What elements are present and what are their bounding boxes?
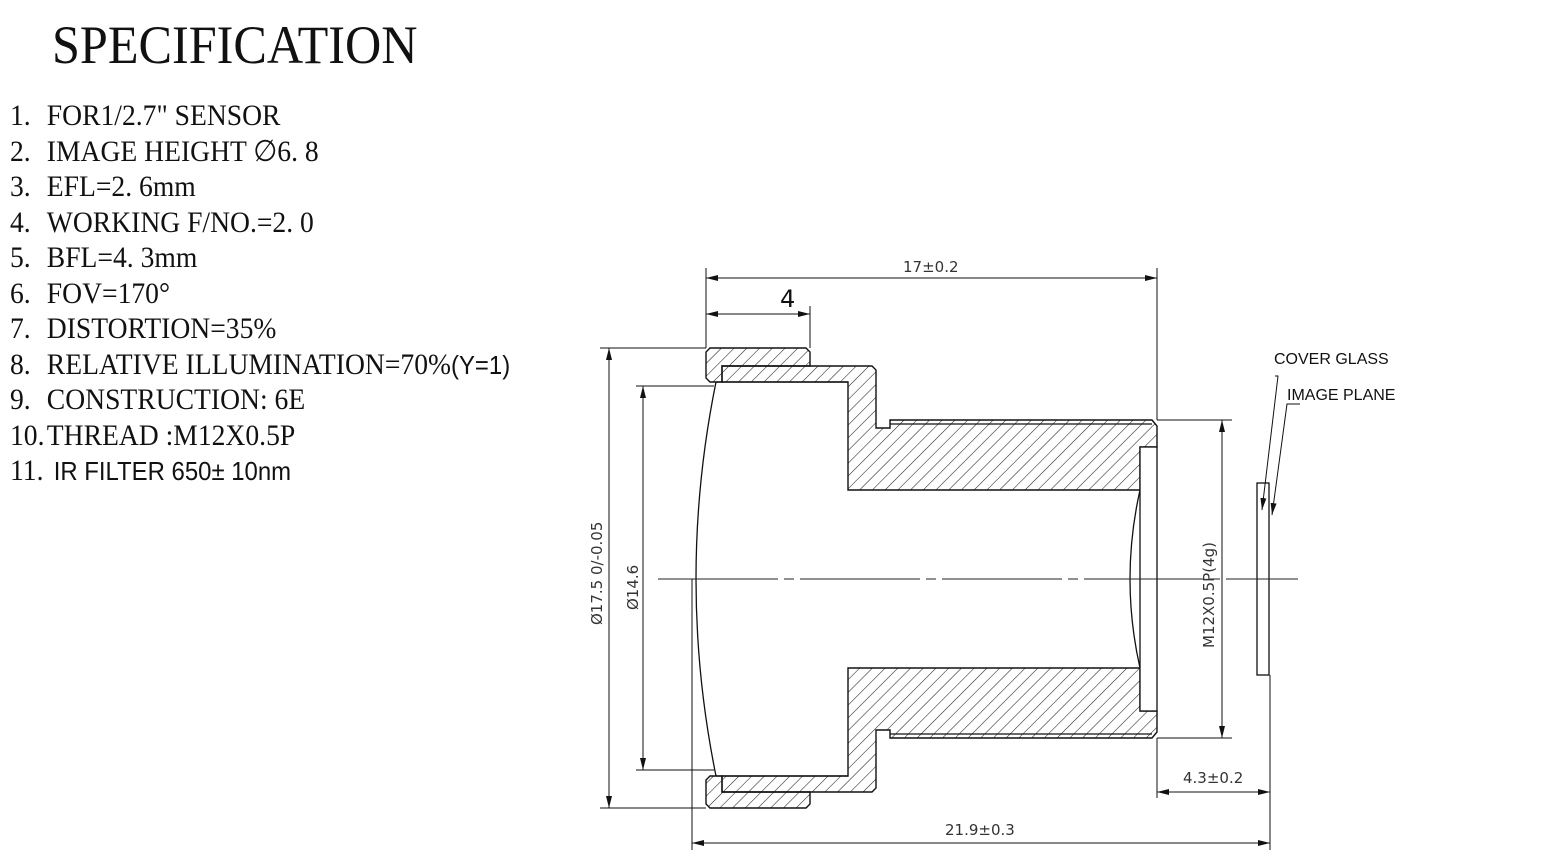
spec-item: 9. CONSTRUCTION: 6E: [10, 382, 510, 418]
spec-item: 7. DISTORTION=35%: [10, 311, 510, 347]
lens-housing: [705, 347, 1158, 809]
spec-text: RELATIVE ILLUMINATION=70%: [46, 347, 451, 381]
spec-item: 3. EFL=2. 6mm: [10, 169, 510, 205]
spec-item: 1. FOR1/2.7" SENSOR: [10, 98, 510, 134]
dim-flange: 4: [780, 285, 795, 313]
spec-num: 6.: [10, 276, 31, 310]
spec-item: 2. IMAGE HEIGHT ∅6. 8: [10, 134, 510, 170]
spec-num: 11.: [10, 454, 44, 487]
spec-item: 11. IR FILTER 650± 10nm: [10, 453, 510, 489]
spec-num: 2.: [10, 134, 31, 168]
spec-num: 5.: [10, 241, 31, 274]
page-title: SPECIFICATION: [52, 15, 418, 75]
spec-num: 4.: [10, 205, 31, 239]
dimension-lines: [600, 268, 1300, 850]
dim-bfl: 4.3±0.2: [1183, 769, 1243, 787]
dim-aperture-diameter: Ø14.6: [624, 565, 642, 610]
spec-num: 1.: [10, 99, 31, 132]
spec-num: 10.: [10, 418, 45, 452]
spec-num: 7.: [10, 312, 31, 345]
label-image-plane: IMAGE PLANE: [1287, 387, 1395, 404]
spec-text: FOR1/2.7" SENSOR: [46, 99, 281, 132]
spec-text: IMAGE HEIGHT ∅6. 8: [46, 134, 319, 168]
spec-text: THREAD :M12X0.5P: [46, 418, 296, 452]
dim-thread: M12X0.5P(4g): [1200, 542, 1218, 648]
spec-text: BFL=4. 3mm: [46, 241, 198, 274]
spec-num: 3.: [10, 170, 31, 203]
spec-item: 6. FOV=170°: [10, 276, 510, 312]
spec-text: EFL=2. 6mm: [46, 170, 196, 203]
spec-item: 4. WORKING F/NO.=2. 0: [10, 205, 510, 241]
label-cover-glass: COVER GLASS: [1274, 351, 1389, 368]
spec-item: 8. RELATIVE ILLUMINATION=70%(Y=1): [10, 347, 510, 383]
dim-overall: 21.9±0.3: [945, 821, 1015, 839]
spec-suffix: IR FILTER 650± 10nm: [53, 456, 292, 486]
spec-list: 1.FOR1/2.7" SENSOR 2.IMAGE HEIGHT ∅6. 8 …: [10, 98, 554, 489]
spec-num: 8.: [10, 347, 31, 381]
spec-text: DISTORTION=35%: [46, 312, 277, 345]
spec-item: 5. BFL=4. 3mm: [10, 240, 510, 276]
spec-text: WORKING F/NO.=2. 0: [46, 205, 314, 239]
dim-total-length: 17±0.2: [903, 258, 959, 276]
spec-suffix: (Y=1): [450, 349, 511, 380]
spec-text: FOV=170°: [46, 276, 171, 310]
spec-text: CONSTRUCTION: 6E: [46, 383, 306, 416]
spec-num: 9.: [10, 383, 31, 416]
spec-item: 10.THREAD :M12X0.5P: [10, 418, 510, 454]
dim-outer-diameter: Ø17.5 0/-0.05: [588, 522, 606, 625]
